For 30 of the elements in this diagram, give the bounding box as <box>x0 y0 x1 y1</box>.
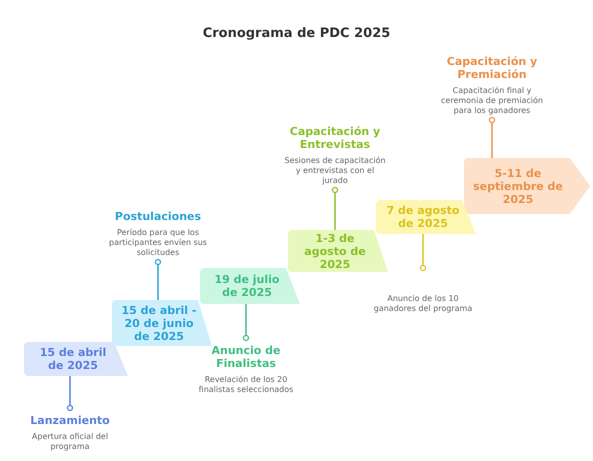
description-text: Anuncio de los 10 ganadores del programa <box>372 294 474 314</box>
leader-line <box>332 186 338 230</box>
arrow-step <box>464 158 590 214</box>
milestone-heading: Postulaciones <box>114 210 202 223</box>
leader-line <box>242 304 250 342</box>
milestone-heading: Capacitación y Entrevistas <box>288 125 382 151</box>
step-box <box>376 200 476 234</box>
description-text: Capacitación final y ceremonia de premiación para los ganadores <box>440 86 544 116</box>
step-date: 15 de abril de 2025 <box>38 346 108 372</box>
step-date: 5-11 de septiembre de 2025 <box>472 166 564 206</box>
description-text: Período para que los participantes envíen sus solicitudes <box>108 228 208 258</box>
step-box <box>288 230 388 272</box>
step-date: 7 de agosto de 2025 <box>386 204 460 230</box>
step-box <box>112 300 212 346</box>
leader-line <box>154 258 162 300</box>
milestone-heading: Lanzamiento <box>30 414 110 427</box>
step-date: 19 de julio de 2025 <box>213 273 280 299</box>
leader-line <box>420 234 426 272</box>
description-text: Apertura oficial del programa <box>30 432 110 452</box>
milestone-heading: Anuncio de Finalistas <box>210 344 282 370</box>
leader-line <box>488 116 496 158</box>
step-date: 15 de abril - 20 de junio de 2025 <box>120 304 198 342</box>
step-date: 1-3 de agosto de 2025 <box>303 232 367 270</box>
leader-line <box>66 376 74 412</box>
diagram-title: Cronograma de PDC 2025 <box>202 25 392 43</box>
step-box <box>200 268 300 304</box>
description-text: Sesiones de capacitación y entrevistas con el jurado <box>283 156 387 186</box>
description-text: Revelación de los 20 finalistas seleccionados <box>198 375 294 395</box>
step-box <box>24 342 128 376</box>
milestone-heading: Capacitación y Premiación <box>446 55 538 81</box>
